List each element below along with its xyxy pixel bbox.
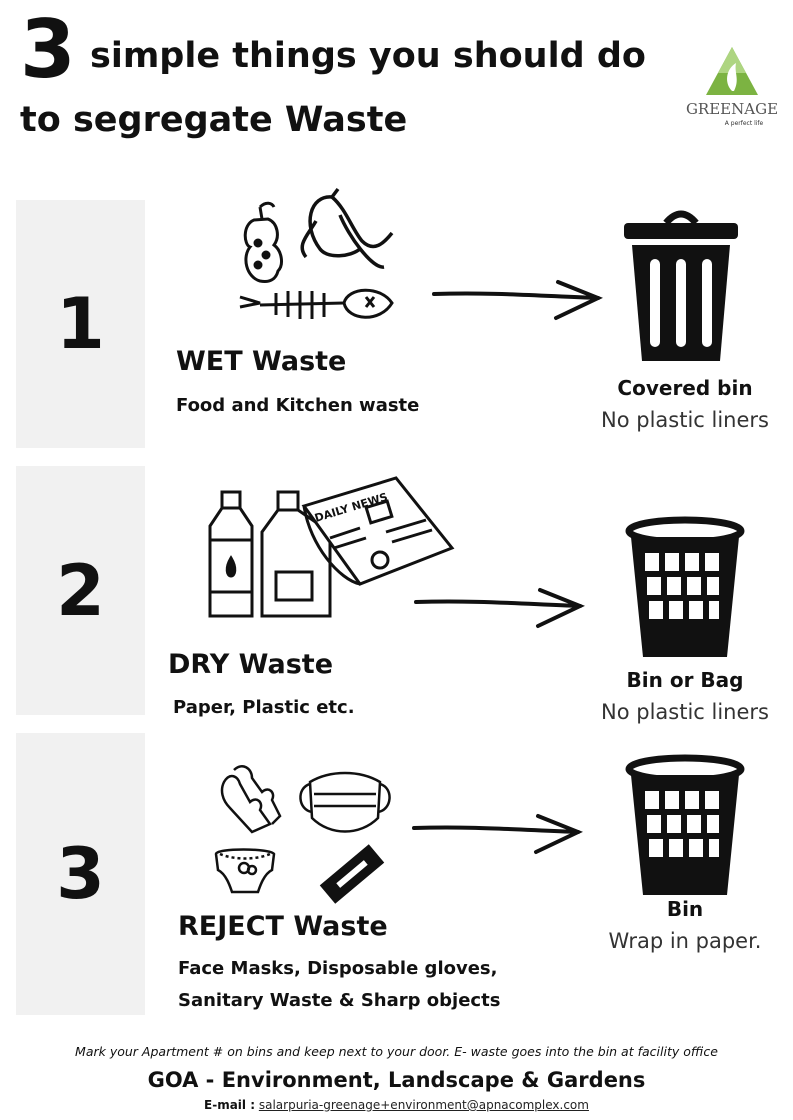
detergent-bottle-icon <box>260 490 332 618</box>
footer-email-line: E-mail : salarpuria-greenage+environment… <box>0 1098 793 1112</box>
step-2-bin-title: Bin or Bag <box>626 668 744 692</box>
step-2-number: 2 <box>16 466 145 715</box>
diaper-icon <box>214 848 276 894</box>
step-1-title: WET Waste <box>176 346 347 377</box>
step-3-bin-title: Bin <box>666 897 704 921</box>
step-3-title: REJECT Waste <box>178 911 388 942</box>
email-label: E-mail : <box>204 1098 256 1112</box>
step-3-description-line1: Face Masks, Disposable gloves, <box>178 958 498 979</box>
step-3-number: 3 <box>16 733 145 1015</box>
step-3-bin-note: Wrap in paper. <box>608 929 762 953</box>
covered-bin-icon <box>622 205 740 363</box>
step-1-bin-title: Covered bin <box>617 376 753 400</box>
face-mask-icon <box>299 771 391 833</box>
razor-blade-icon <box>319 844 385 904</box>
basket-bin-icon <box>625 754 745 897</box>
step-1-bin-note: No plastic liners <box>601 408 769 432</box>
footer-organization: GOA - Environment, Landscape & Gardens <box>147 1068 646 1092</box>
step-2-bin-note: No plastic liners <box>601 700 769 724</box>
arrow-icon <box>412 814 584 854</box>
arrow-icon <box>414 588 586 628</box>
banana-peel-icon <box>300 187 394 269</box>
step-1-number: 1 <box>16 200 145 448</box>
logo-leaf-icon: GREENAGE A perfect life <box>686 47 778 127</box>
step-2-description: Paper, Plastic etc. <box>173 697 355 718</box>
step-1-description: Food and Kitchen waste <box>176 395 420 416</box>
wet-waste-illustration <box>232 185 402 345</box>
dry-waste-illustration: DAILY NEWS <box>200 476 455 621</box>
footer-note: Mark your Apartment # on bins and keep n… <box>75 1044 718 1059</box>
page-title-line2: to segregate Waste <box>20 100 408 140</box>
arrow-icon <box>432 280 604 320</box>
reject-waste-illustration <box>210 762 400 912</box>
newspaper-icon: DAILY NEWS <box>301 476 455 586</box>
page-title-line1: simple things you should do <box>90 36 646 76</box>
step-3-description-line2: Sanitary Waste & Sharp objects <box>178 990 501 1011</box>
plastic-bottle-icon <box>208 490 254 618</box>
apple-core-icon <box>243 201 283 283</box>
header-number: 3 <box>20 3 76 96</box>
basket-bin-icon <box>625 516 745 659</box>
gloves-icon <box>220 765 282 834</box>
greenage-logo: GREENAGE A perfect life <box>678 45 786 135</box>
logo-tagline: A perfect life <box>725 120 764 127</box>
fish-bone-icon <box>239 288 394 319</box>
step-2-title: DRY Waste <box>168 649 334 680</box>
email-link[interactable]: salarpuria-greenage+environment@apnacomp… <box>258 1098 589 1112</box>
logo-name: GREENAGE <box>686 100 778 118</box>
